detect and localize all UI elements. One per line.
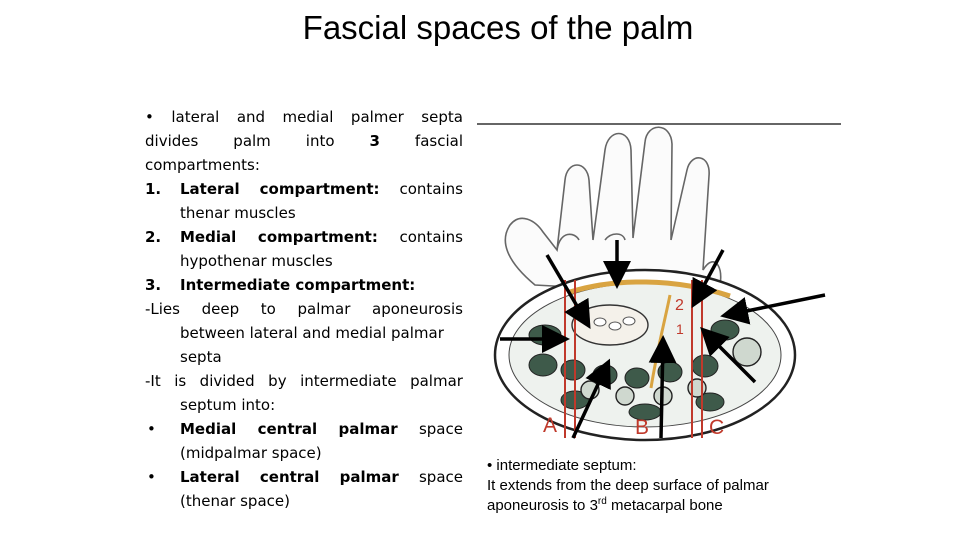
word: palmar [410,372,463,390]
bullet-item-2: • Lateral central palmar space [145,465,463,489]
word: intermediate [300,372,397,390]
list-item-3: 3. Intermediate compartment: [145,273,463,297]
word: -Lies [145,300,180,318]
arrow-intermediate-septum [648,335,677,439]
list-item-1: 1. Lateral compartment: contains [145,177,463,201]
word: fascial [414,132,463,150]
list-item-1-cont: thenar muscles [180,204,296,222]
word: and [236,108,266,126]
word: contains [399,180,464,198]
word: is [174,372,187,390]
bullet-mark: • [145,108,154,126]
intro-line-2: divides palm into 3 fascial [145,129,463,153]
bullet-words: Lateral central palmar space [180,465,463,489]
word: lateral [171,108,220,126]
caption-superscript: rd [597,496,607,507]
word: central [259,468,320,486]
lies-cont-2: septa [180,348,222,366]
arrow-thenar-space [571,358,611,439]
bullet-item-2-cont: (thenar space) [180,492,290,510]
caption-text: metacarpal bone [606,497,723,514]
palm-cross-section-figure: A B C 2 1 [477,123,841,442]
label-2: 2 [675,297,684,314]
arrow-septum-2 [691,249,725,309]
label-b: B [635,416,649,439]
word: to [260,300,276,318]
word: Lateral [180,468,240,486]
word: Medial [180,228,237,246]
word: Lateral [180,180,240,198]
word: -It [145,372,161,390]
word: central [257,420,318,438]
word: Medial [180,420,237,438]
list-item-2: 2. Medial compartment: contains [145,225,463,249]
word: palmar [297,300,351,318]
item-lead: Medial compartment: contains [180,225,463,249]
body-text: • lateral and medial palmer septa divide… [145,105,463,513]
intro-line-1: • lateral and medial palmer septa [145,105,463,129]
hand-outline [504,126,722,296]
figure-caption: • intermediate septum: It extends from t… [487,456,847,516]
bullet-item-1: • Medial central palmar space [145,417,463,441]
arrow-hypothenar [720,293,826,325]
item-number: 3. [145,276,162,294]
label-a: A [543,414,557,437]
word: palmar [339,468,399,486]
item-lead: Lateral compartment: contains [180,177,463,201]
slide-title: Fascial spaces of the palm [302,9,694,46]
bullet-mark: • [147,420,156,438]
label-1: 1 [676,321,684,337]
word: medial [282,108,334,126]
bullet-mark: • [147,468,156,486]
divided-line: -It is divided by intermediate palmar [145,369,463,393]
lies-cont-1: between lateral and medial palmar [180,324,444,342]
word: palmar [338,420,398,438]
word: by [268,372,287,390]
item-number: 1. [145,180,162,198]
bullet-item-1-cont: (midpalmar space) [180,444,322,462]
word: aponeurosis [372,300,463,318]
list-item-2-cont: hypothenar muscles [180,252,333,270]
caption-line-1: • intermediate septum: [487,457,637,474]
label-c: C [709,416,724,439]
word: 3 [369,132,380,150]
item-heading: Intermediate compartment: [180,276,416,294]
caption-text: aponeurosis to 3 [487,497,598,514]
word: space [418,420,463,438]
pointer-arrows [500,240,826,439]
bullet-words: Medial central palmar space [180,417,463,441]
word: septa [421,108,463,126]
caption-line-2: It extends from the deep surface of palm… [487,477,769,494]
word: compartment: [257,228,378,246]
word: contains [399,228,464,246]
word: divides [145,132,199,150]
arrow-lateral-compartment [545,254,591,330]
word: deep [201,300,240,318]
cross-section [493,268,797,442]
lies-line: -Lies deep to palmar aponeurosis [145,297,463,321]
divided-cont: septum into: [180,396,276,414]
word: into [305,132,335,150]
item-number: 2. [145,228,162,246]
intro-line-3: compartments: [145,156,260,174]
word: compartment: [259,180,380,198]
arrow-midpalmar-space [700,327,757,384]
word: palmer [350,108,404,126]
caption-line-3: aponeurosis to 3rd metacarpal bone [487,496,847,516]
word: palm [233,132,271,150]
word: space [418,468,463,486]
word: divided [199,372,255,390]
